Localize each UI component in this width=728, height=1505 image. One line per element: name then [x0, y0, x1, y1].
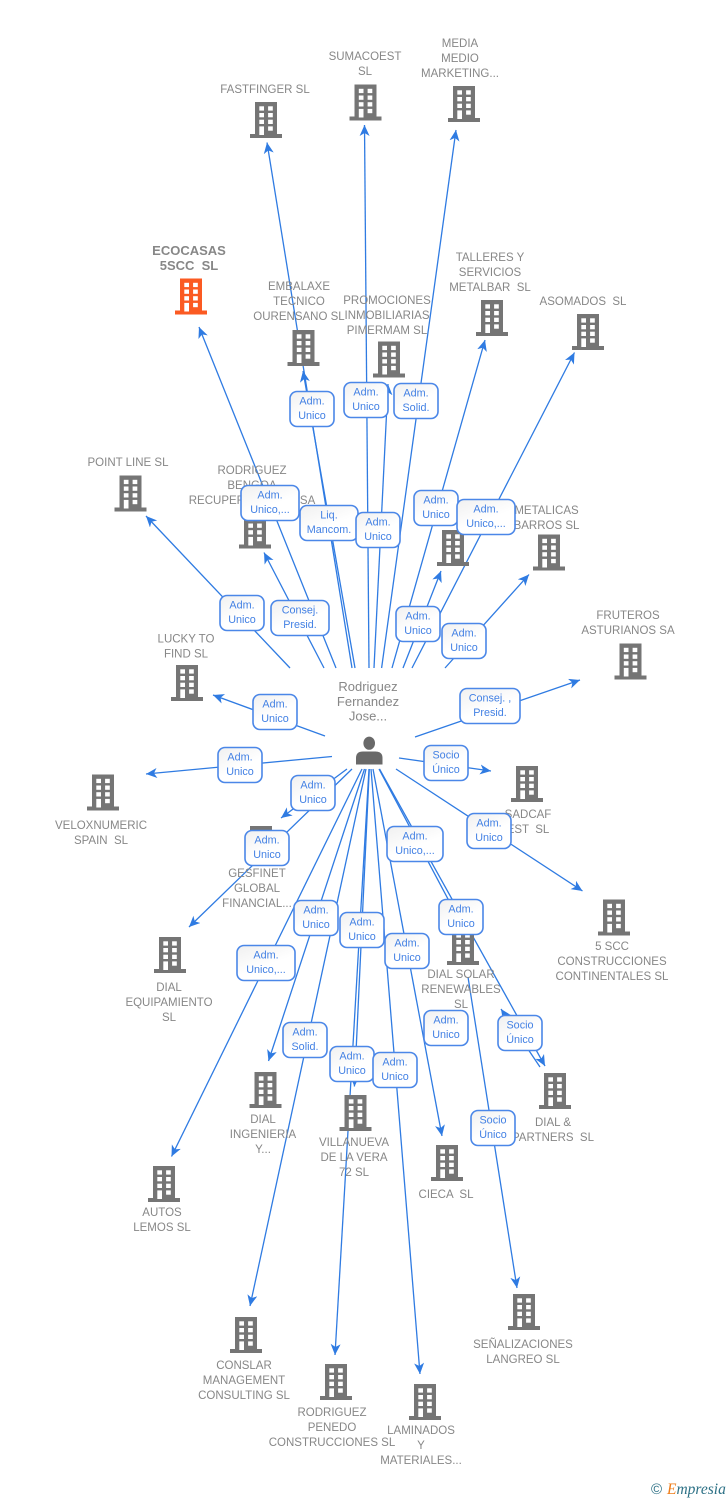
svg-text:Consej. ,Presid.: Consej. ,Presid.	[469, 693, 512, 720]
svg-text:Consej.Presid.: Consej.Presid.	[282, 605, 319, 632]
svg-text:Adm.Unico: Adm.Unico	[228, 600, 256, 627]
svg-text:FASTFINGER SL: FASTFINGER SL	[220, 84, 310, 96]
svg-text:Adm.Unico: Adm.Unico	[393, 938, 421, 965]
svg-text:Adm.Unico: Adm.Unico	[226, 752, 254, 779]
svg-text:Adm.Solid.: Adm.Solid.	[291, 1027, 318, 1054]
svg-text:Adm.Unico,...: Adm.Unico,...	[395, 831, 435, 858]
svg-text:Adm.Unico: Adm.Unico	[338, 1051, 366, 1078]
svg-text:Adm.Unico,...: Adm.Unico,...	[250, 490, 290, 517]
svg-text:Adm.Unico: Adm.Unico	[432, 1015, 460, 1042]
svg-text:Adm.Unico,...: Adm.Unico,...	[466, 504, 506, 531]
svg-text:POINT LINE SL: POINT LINE SL	[88, 457, 170, 469]
svg-text:Adm.Unico: Adm.Unico	[348, 917, 376, 944]
svg-text:CIECA SL: CIECA SL	[419, 1189, 475, 1201]
svg-text:Adm.Unico: Adm.Unico	[450, 628, 478, 655]
svg-text:Adm.Unico: Adm.Unico	[299, 780, 327, 807]
svg-text:Liq.Mancom.: Liq.Mancom.	[307, 510, 351, 537]
svg-text:Adm.Unico: Adm.Unico	[475, 818, 503, 845]
svg-text:Adm.Unico: Adm.Unico	[381, 1057, 409, 1084]
svg-text:Adm.Solid.: Adm.Solid.	[402, 388, 429, 415]
svg-text:Adm.Unico: Adm.Unico	[422, 495, 450, 522]
svg-text:Adm.Unico: Adm.Unico	[253, 835, 281, 862]
svg-text:Adm.Unico: Adm.Unico	[261, 699, 289, 726]
svg-text:Adm.Unico: Adm.Unico	[352, 387, 380, 414]
svg-text:©: ©	[651, 1481, 662, 1498]
svg-text:Adm.Unico: Adm.Unico	[302, 905, 330, 932]
svg-text:DIAL &PARTNERS SL: DIAL &PARTNERS SL	[512, 1117, 595, 1144]
svg-text:Adm.Unico: Adm.Unico	[404, 611, 432, 638]
svg-text:Empresia: Empresia	[666, 1481, 726, 1498]
svg-text:ASOMADOS SL: ASOMADOS SL	[540, 296, 628, 308]
svg-text:Adm.Unico: Adm.Unico	[364, 517, 392, 544]
svg-text:Adm.Unico,...: Adm.Unico,...	[246, 950, 286, 977]
svg-text:Adm.Unico: Adm.Unico	[447, 904, 475, 931]
svg-text:Adm.Unico: Adm.Unico	[298, 396, 326, 423]
